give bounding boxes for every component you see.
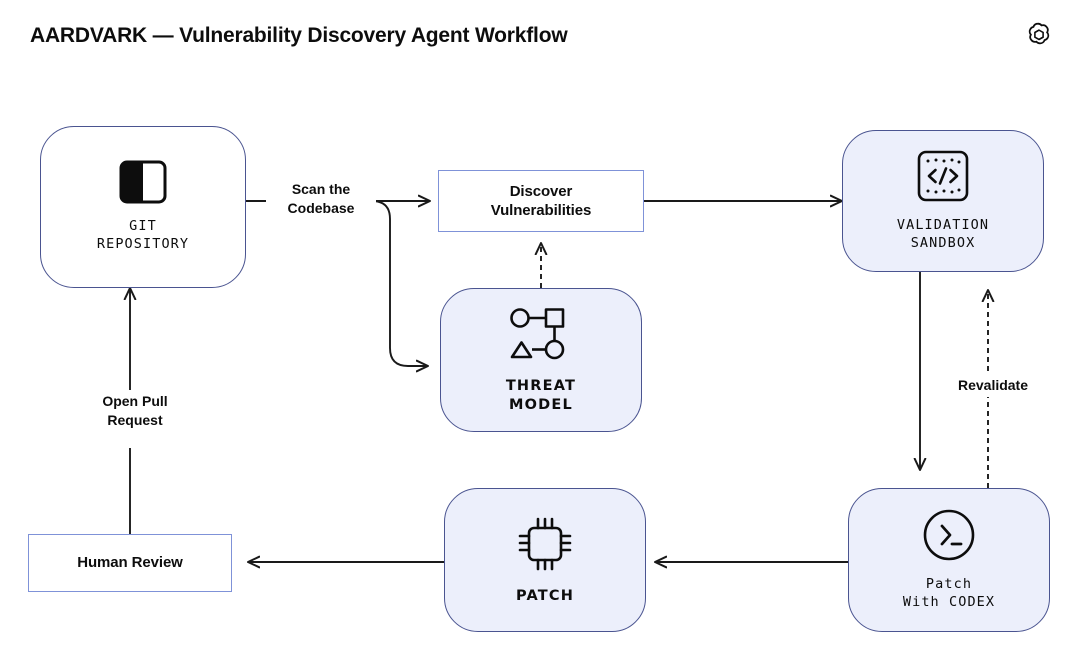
chip-icon (515, 515, 575, 578)
node-patch[interactable]: PATCH (444, 488, 646, 632)
edge-label-open-pull-request: Open Pull Request (74, 390, 196, 432)
graph-nodes-icon (508, 305, 574, 368)
node-human-review[interactable]: Human Review (28, 534, 232, 592)
page-title: AARDVARK — Vulnerability Discovery Agent… (30, 24, 568, 47)
edge-scan-to-threat (371, 200, 428, 366)
terminal-prompt-icon (922, 508, 976, 567)
edge-label-revalidate: Revalidate (936, 374, 1050, 397)
code-brackets-icon (916, 149, 970, 208)
node-label-patch: PATCH (515, 587, 575, 604)
node-label-patch-with-codex: Patch With CODEX (902, 576, 996, 610)
node-discover-vulnerabilities[interactable]: Discover Vulnerabilities (438, 170, 644, 232)
node-label-threat-model: THREAT MODEL (505, 378, 577, 413)
node-label-git-repository: GIT REPOSITORY (96, 218, 190, 252)
edge-label-scan-the-codebase: Scan the Codebase (266, 178, 376, 220)
node-threat-model[interactable]: THREAT MODEL (440, 288, 642, 432)
node-patch-with-codex[interactable]: Patch With CODEX (848, 488, 1050, 632)
openai-logo (1022, 20, 1056, 54)
node-git-repository[interactable]: GIT REPOSITORY (40, 126, 246, 288)
node-label-discover-vulnerabilities: Discover Vulnerabilities (490, 182, 592, 220)
repository-icon (119, 160, 167, 209)
node-label-validation-sandbox: VALIDATION SANDBOX (896, 217, 990, 251)
node-validation-sandbox[interactable]: VALIDATION SANDBOX (842, 130, 1044, 272)
node-label-human-review: Human Review (77, 554, 183, 572)
